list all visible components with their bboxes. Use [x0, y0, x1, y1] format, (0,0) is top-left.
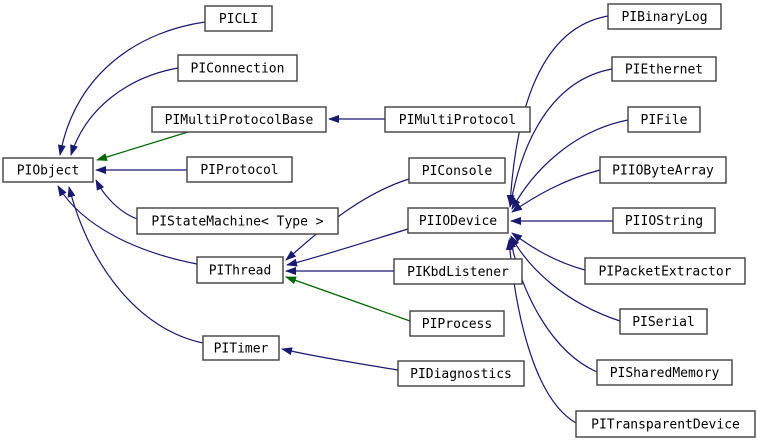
- node-PIObject[interactable]: PIObject: [2, 157, 94, 183]
- node-box: [575, 410, 756, 438]
- edge-PIProcess-to-PIThread: [285, 276, 411, 322]
- node-PITransparentDevice[interactable]: PITransparentDevice: [575, 410, 756, 438]
- node-PIIODevice[interactable]: PIIODevice: [407, 207, 509, 234]
- node-box: [397, 360, 525, 387]
- node-label: PISharedMemory: [610, 366, 720, 381]
- node-label: PIPacketExtractor: [598, 265, 731, 280]
- node-box: [627, 106, 701, 133]
- edge-PIMultiProtocolBase-to-PIObject: [96, 131, 189, 161]
- edge-PISharedMemory-to-PIIODevice: [508, 237, 598, 373]
- node-label: PIKbdListener: [407, 265, 509, 280]
- node-label: PITimer: [214, 342, 269, 357]
- node-PIMultiProtocol[interactable]: PIMultiProtocol: [384, 106, 531, 133]
- node-box: [607, 3, 722, 30]
- node-label: PIConnection: [191, 62, 285, 77]
- edge-PIFile-to-PIIODevice: [511, 119, 629, 210]
- node-box: [384, 106, 531, 133]
- node-label: PICLI: [219, 12, 258, 27]
- node-box: [612, 207, 716, 234]
- edge-PIIOByteArray-to-PIIODevice: [511, 169, 601, 213]
- node-PIThread[interactable]: PIThread: [196, 256, 284, 284]
- node-PIPacketExtractor[interactable]: PIPacketExtractor: [584, 257, 746, 285]
- node-box: [409, 310, 505, 337]
- node-PIFile[interactable]: PIFile: [627, 106, 701, 133]
- node-box: [611, 56, 717, 82]
- edge-PIEthernet-to-PIIODevice: [507, 68, 613, 208]
- node-PISerial[interactable]: PISerial: [619, 308, 708, 335]
- nodes-layer: PIObject PICLI PIConnectionPIMultiProtocol…: [2, 3, 756, 438]
- node-PIIOString[interactable]: PIIOString: [612, 207, 716, 234]
- edge-PIConnection-to-PIObject: [70, 67, 179, 156]
- node-box: [177, 54, 298, 82]
- node-box: [407, 207, 509, 234]
- node-PIDiagnostics[interactable]: PIDiagnostics: [397, 360, 525, 387]
- node-label: PIObject: [17, 164, 80, 179]
- node-box: [584, 257, 746, 285]
- edge-PITimer-to-PIObject: [67, 186, 204, 344]
- node-box: [186, 156, 293, 183]
- node-label: PIThread: [209, 264, 272, 279]
- edge-PIThread-to-PIObject: [57, 185, 198, 265]
- node-label: PIMultiProtocol: [399, 113, 516, 128]
- node-PIStateMachine[interactable]: PIStateMachine< Type >: [136, 207, 339, 235]
- node-PISharedMemory[interactable]: PISharedMemory: [596, 359, 733, 386]
- edge-PICLI-to-PIObject: [57, 21, 206, 156]
- node-label: PIIODevice: [419, 214, 497, 229]
- node-label: PIDiagnostics: [410, 367, 512, 382]
- node-label: PIStateMachine< Type >: [151, 215, 323, 230]
- node-PIConsole[interactable]: PIConsole: [408, 157, 506, 184]
- node-box: [2, 157, 94, 183]
- edge-PIBinaryLog-to-PIIODevice: [506, 15, 609, 206]
- node-label: PISerial: [632, 315, 695, 330]
- node-box: [204, 5, 273, 32]
- node-PIEthernet[interactable]: PIEthernet: [611, 56, 717, 82]
- node-box: [196, 256, 284, 284]
- node-label: PIIOString: [625, 214, 703, 229]
- node-PICLI[interactable]: PICLI: [204, 5, 273, 32]
- node-label: PIBinaryLog: [621, 10, 707, 25]
- node-box: [596, 359, 733, 386]
- node-label: PIIOByteArray: [612, 164, 714, 179]
- node-label: PIEthernet: [625, 63, 703, 78]
- node-PIProcess[interactable]: PIProcess: [409, 310, 505, 337]
- node-PIProtocol[interactable]: PIProtocol: [186, 156, 293, 183]
- edge-PIPacketExtractor-to-PIIODevice: [511, 232, 586, 271]
- node-label: PIConsole: [422, 164, 493, 179]
- node-box: [408, 157, 506, 184]
- node-box: [151, 106, 327, 133]
- node-box: [393, 258, 523, 285]
- node-PIBinaryLog[interactable]: PIBinaryLog: [607, 3, 722, 30]
- node-PIMultiProtocolBase[interactable]: PIMultiProtocolBase: [151, 106, 327, 133]
- node-label: PIProtocol: [200, 163, 278, 178]
- node-label: PIProcess: [422, 317, 492, 332]
- node-PIConnection[interactable]: PIConnection: [177, 54, 298, 82]
- node-label: PITransparentDevice: [591, 418, 740, 433]
- node-box: [136, 207, 339, 235]
- node-PIKbdListener[interactable]: PIKbdListener: [393, 258, 523, 285]
- node-box: [619, 308, 708, 335]
- node-PITimer[interactable]: PITimer: [202, 335, 280, 361]
- node-box: [202, 335, 280, 361]
- node-label: PIMultiProtocolBase: [165, 113, 314, 128]
- node-label: PIFile: [641, 113, 688, 128]
- edge-PISerial-to-PIIODevice: [510, 235, 621, 322]
- node-PIIOByteArray[interactable]: PIIOByteArray: [599, 156, 727, 184]
- edge-PIIODevice-to-PIThread: [286, 228, 409, 267]
- edge-PIDiagnostics-to-PITimer: [281, 347, 399, 371]
- edge-PIStateMachine-to-PIObject: [95, 179, 138, 220]
- node-box: [599, 156, 727, 184]
